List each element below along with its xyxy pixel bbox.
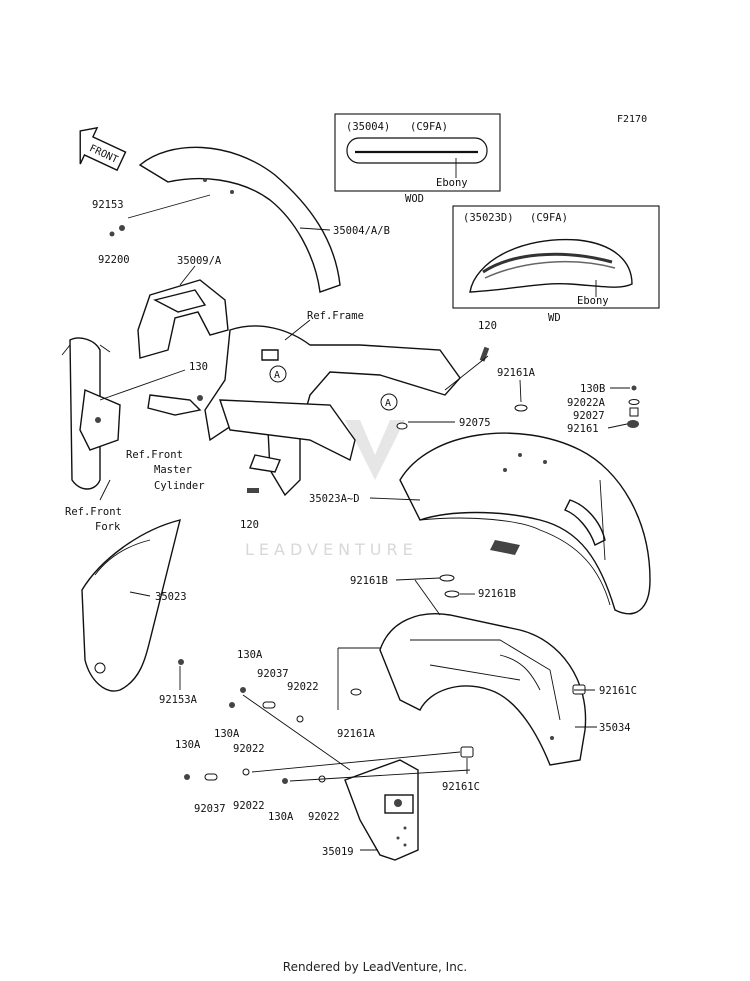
label-92027: 92027 — [573, 410, 605, 422]
label-92075: 92075 — [459, 417, 491, 429]
rear-fender-frame — [379, 613, 587, 766]
label-92161a-top: 92161A — [497, 367, 536, 379]
inner-fender — [81, 519, 181, 692]
label-130a-4: 130A — [268, 811, 294, 823]
license-bracket — [344, 759, 419, 861]
svg-text:A: A — [385, 398, 391, 409]
label-120-bot: 120 — [240, 519, 259, 531]
watermark-text: LEADVENTURE — [245, 540, 418, 559]
inset-wd-label: WD — [548, 312, 561, 324]
label-35009: 35009/A — [177, 255, 222, 267]
label-92161b-right: 92161B — [478, 588, 516, 600]
label-35023: 35023 — [155, 591, 187, 603]
footer-credit: Rendered by LeadVenture, Inc. — [282, 960, 468, 974]
inset-wd-color-code: (C9FA) — [530, 212, 568, 224]
part-labels: 92153 92200 35004/A/B 35009/A Ref.Frame … — [65, 199, 637, 858]
inset-wod-label: WOD — [405, 193, 424, 205]
label-92161b-left: 92161B — [350, 575, 388, 587]
label-92153a: 92153A — [159, 694, 198, 706]
inset-wod-code: (35004) — [346, 121, 390, 133]
label-120-top: 120 — [478, 320, 497, 332]
label-92037-2: 92037 — [194, 803, 226, 815]
inset-wd-color: Ebony — [577, 295, 609, 307]
callout-a-1: A — [269, 365, 287, 383]
fender-bracket — [137, 279, 229, 359]
label-35034: 35034 — [599, 722, 631, 734]
front-fender — [138, 146, 341, 293]
label-ref-front-2: Ref.Front — [65, 506, 122, 518]
label-92161: 92161 — [567, 423, 599, 435]
label-130a-3: 130A — [175, 739, 201, 751]
watermark: LEADVENTURE — [245, 420, 418, 559]
label-35004: 35004/A/B — [333, 225, 390, 237]
label-92161c-right: 92161C — [599, 685, 637, 697]
label-92161a-bot: 92161A — [337, 728, 376, 740]
inset-wd: (35023D) (C9FA) Ebony WD — [452, 205, 660, 324]
label-92022a: 92022A — [567, 397, 606, 409]
label-130b: 130B — [580, 383, 605, 395]
label-ref-master: Master — [154, 464, 192, 476]
label-35023a: 35023A~D — [309, 493, 360, 505]
inset-wod-color-code: (C9FA) — [410, 121, 448, 133]
master-cylinder-bracket — [147, 394, 203, 416]
label-130a-1: 130A — [237, 649, 263, 661]
inset-wod-color: Ebony — [436, 177, 468, 189]
front-arrow-icon: FRONT — [79, 126, 127, 172]
label-35019: 35019 — [322, 846, 354, 858]
rear-fender — [399, 432, 651, 615]
label-92022-2: 92022 — [233, 743, 265, 755]
label-92022-1: 92022 — [287, 681, 319, 693]
label-92037-1: 92037 — [257, 668, 289, 680]
inset-wod: (35004) (C9FA) Ebony WOD — [334, 113, 501, 205]
label-ref-fork: Fork — [95, 521, 121, 533]
label-ref-front-1: Ref.Front — [126, 449, 183, 461]
label-130: 130 — [189, 361, 208, 373]
inset-wd-code: (35023D) — [463, 212, 514, 224]
leader-lines — [99, 194, 630, 851]
frame — [204, 325, 461, 497]
front-fork — [61, 337, 121, 490]
label-92153: 92153 — [92, 199, 124, 211]
figure-id: F2170 — [617, 114, 647, 125]
label-92022-4: 92022 — [308, 811, 340, 823]
hardware — [109, 225, 640, 784]
label-92200: 92200 — [98, 254, 130, 266]
callout-a-2: A — [380, 393, 398, 411]
label-92022-3: 92022 — [233, 800, 265, 812]
label-130a-2: 130A — [214, 728, 240, 740]
label-ref-frame: Ref.Frame — [307, 310, 364, 322]
label-ref-cylinder: Cylinder — [154, 480, 205, 492]
label-92161c-bot: 92161C — [442, 781, 480, 793]
svg-text:A: A — [274, 370, 280, 381]
